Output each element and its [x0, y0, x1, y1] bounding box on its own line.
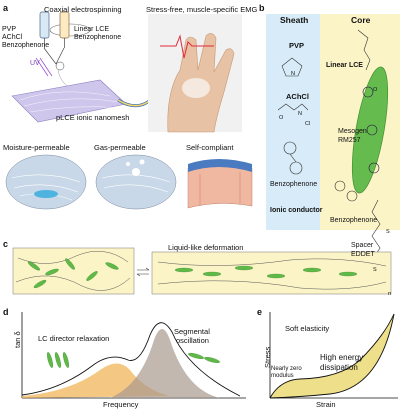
prop-self-compliant: Self-compliant	[186, 143, 234, 152]
sheath-item-achcl: AChCl	[286, 92, 309, 101]
panel-c-drawing	[12, 247, 392, 295]
eddet-label: EDDET	[351, 251, 375, 258]
nearly-zero-line1: Nearly zero	[271, 366, 302, 372]
core-material-lce: Linear LCE	[74, 26, 110, 33]
sheath-material-pvp: PVP	[2, 26, 17, 33]
high-energy-line2: dissipation	[320, 363, 358, 372]
frequency-xlabel: Frequency	[103, 400, 139, 409]
property-illustrations	[5, 154, 253, 210]
ionic-conductor: Ionic conductor	[270, 207, 323, 214]
sheath-item-benzophenone: Benzophenone	[270, 181, 318, 188]
uv-label: UV	[30, 60, 40, 67]
panel-a-label: a	[3, 3, 9, 13]
rm257-label: RM257	[338, 137, 361, 144]
high-energy-line1: High energy	[320, 353, 364, 362]
core-material-benzophenone: Benzophenone	[74, 34, 122, 41]
coaxial-title: Coaxial electrospinning	[44, 5, 122, 14]
panel-d-mesogens	[47, 352, 220, 368]
chem-symbol-n: n	[388, 291, 392, 297]
prop-gas: Gas-permeable	[94, 143, 146, 152]
panel-e-label: e	[257, 307, 263, 317]
panel-d-label: d	[3, 307, 9, 317]
sheath-material-achcl: AChCl	[2, 34, 23, 41]
tan-delta-ylabel: tan δ	[13, 331, 22, 348]
peak2-label-line2: oscillation	[176, 336, 209, 345]
strain-xlabel: Strain	[316, 400, 336, 409]
soft-elasticity-label: Soft elasticity	[285, 324, 330, 333]
coaxial-setup	[35, 11, 91, 91]
sheath-item-pvp: PVP	[289, 41, 305, 50]
peak1-label: LC director relaxation	[38, 334, 110, 343]
stress-ylabel: Stress	[263, 346, 272, 368]
spacer-label: Spacer	[351, 242, 374, 249]
chem-symbol-n: N	[298, 111, 302, 117]
chem-symbol-o: O	[373, 87, 378, 93]
chem-symbol-cl: Cl	[305, 121, 311, 127]
linear-lce-label: Linear LCE	[326, 62, 363, 69]
sheath-title: Sheath	[280, 15, 309, 25]
panel-c-mesogens	[28, 258, 358, 289]
mesogen-label: Mesogen	[338, 128, 367, 135]
panel-c-label: c	[3, 239, 9, 249]
chem-symbol-o: O	[279, 115, 284, 121]
chem-symbol-s: S	[386, 229, 390, 235]
chem-symbol-s: S	[373, 267, 377, 273]
panel-b-label: b	[259, 3, 265, 13]
hand-drawing	[148, 14, 242, 133]
emg-title: Stress-free, muscle-specific EMG	[146, 5, 258, 14]
panel-d-plot	[21, 312, 246, 399]
deformation-label: Liquid-like deformation	[168, 243, 244, 252]
core-benzophenone-label: Benzophenone	[330, 217, 378, 224]
sheath-material-benzophenone: Benzophenone	[2, 42, 50, 49]
peak2-label-line1: Segmental	[174, 327, 210, 336]
panel-b-backgrounds	[266, 14, 400, 230]
chem-symbol-n: N	[291, 71, 295, 77]
prop-moisture: Moisture-permeable	[3, 143, 70, 152]
nanomesh-label: pLCE ionic nanomesh	[56, 113, 130, 122]
nearly-zero-line2: modulus	[271, 373, 294, 379]
core-title: Core	[351, 15, 371, 25]
